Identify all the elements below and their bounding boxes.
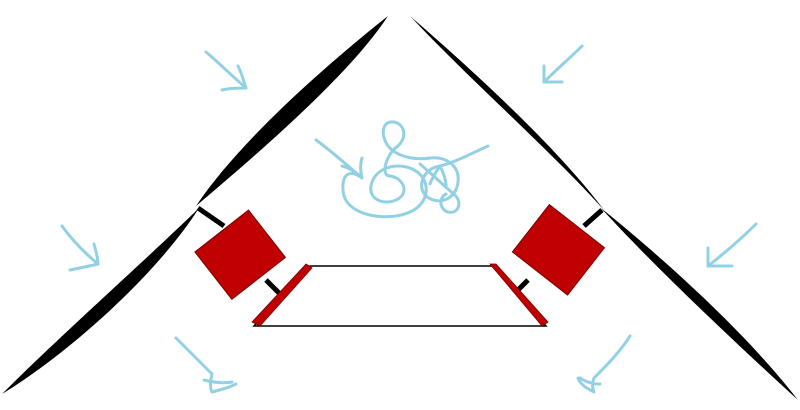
inflow-arrow-bottom-right bbox=[576, 334, 632, 394]
inflow-arrow-mid-left bbox=[60, 224, 100, 272]
right-motor-block bbox=[511, 203, 606, 296]
left-motor-block bbox=[194, 209, 287, 300]
wing-blades bbox=[2, 16, 798, 400]
inflow-arrow-bottom-left bbox=[174, 336, 238, 394]
turbulence-scribble bbox=[314, 120, 490, 219]
inflow-arrow-mid-right bbox=[706, 222, 758, 268]
left-upper-strut bbox=[196, 205, 226, 229]
inflow-arrows bbox=[60, 44, 758, 394]
turbulence-loop bbox=[314, 120, 490, 219]
right-upper-blade bbox=[410, 16, 604, 210]
left-lower-blade bbox=[2, 208, 199, 394]
right-lower-blade bbox=[601, 208, 798, 400]
left-upper-blade bbox=[196, 16, 388, 206]
inflow-arrow-top-right bbox=[542, 44, 584, 84]
right-upper-strut bbox=[582, 208, 604, 228]
platform bbox=[251, 263, 549, 327]
inflow-arrow-top-left bbox=[204, 50, 248, 92]
platform-left-edge bbox=[251, 263, 313, 327]
motors bbox=[194, 203, 606, 300]
platform-right-edge bbox=[489, 263, 549, 327]
